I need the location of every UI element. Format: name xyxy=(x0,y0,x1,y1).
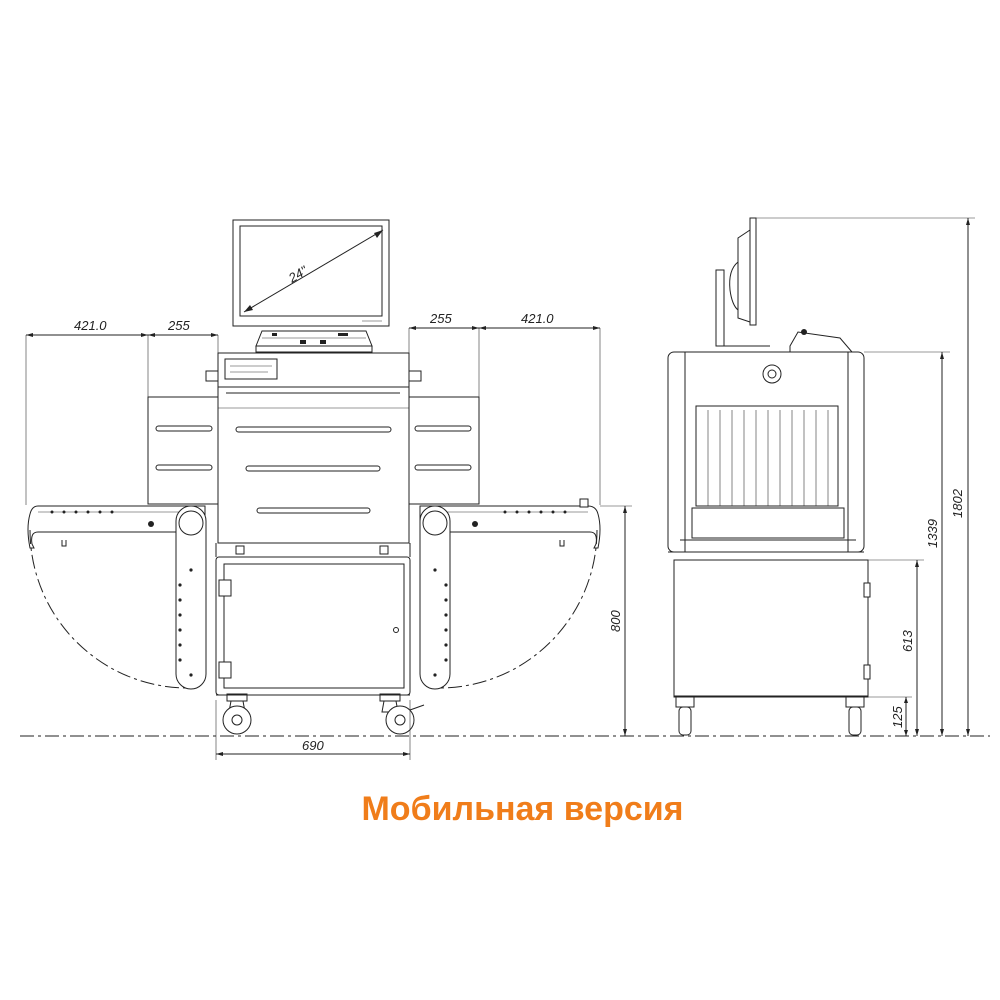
dim-width-690: 690 xyxy=(302,738,324,753)
cart xyxy=(215,543,411,696)
dim-left-inner: 255 xyxy=(167,318,190,333)
dim-right-inner: 255 xyxy=(429,311,452,326)
dim-height-800: 800 xyxy=(608,610,623,632)
caption-mobile-version: Мобильная версия xyxy=(361,790,684,828)
dim-total-height: 1802 xyxy=(950,488,965,518)
side-view: 1802 1339 613 125 xyxy=(667,217,975,736)
side-scanner-body xyxy=(667,351,865,553)
monitor: 24" xyxy=(232,219,390,327)
dim-right-outer: 421.0 xyxy=(521,311,554,326)
right-side-panel xyxy=(408,396,480,505)
front-top-dimensions: 421.0 255 255 421.0 xyxy=(25,311,601,505)
front-view: 24" xyxy=(25,219,632,760)
front-width-dimension: 690 xyxy=(215,700,411,760)
front-height-dimension: 800 xyxy=(600,505,632,736)
right-table xyxy=(419,498,601,690)
scanner-body xyxy=(205,352,422,544)
dim-body-height: 1339 xyxy=(925,519,940,548)
left-caster xyxy=(222,693,252,735)
left-leg-holes xyxy=(178,568,193,677)
side-monitor xyxy=(715,217,770,347)
dim-cart-height: 613 xyxy=(900,630,915,652)
right-swing-arc xyxy=(437,529,598,689)
side-control-panel xyxy=(789,329,854,353)
dim-left-outer: 421.0 xyxy=(74,318,107,333)
side-cart xyxy=(673,559,871,736)
right-caster xyxy=(379,693,425,735)
control-panel xyxy=(255,330,373,353)
left-table xyxy=(27,505,207,690)
right-leg-holes xyxy=(433,568,448,677)
left-side-panel xyxy=(147,396,219,505)
side-dimensions: 1802 1339 613 125 xyxy=(756,217,975,736)
dim-wheel-height: 125 xyxy=(890,706,905,728)
left-swing-arc xyxy=(29,529,189,689)
